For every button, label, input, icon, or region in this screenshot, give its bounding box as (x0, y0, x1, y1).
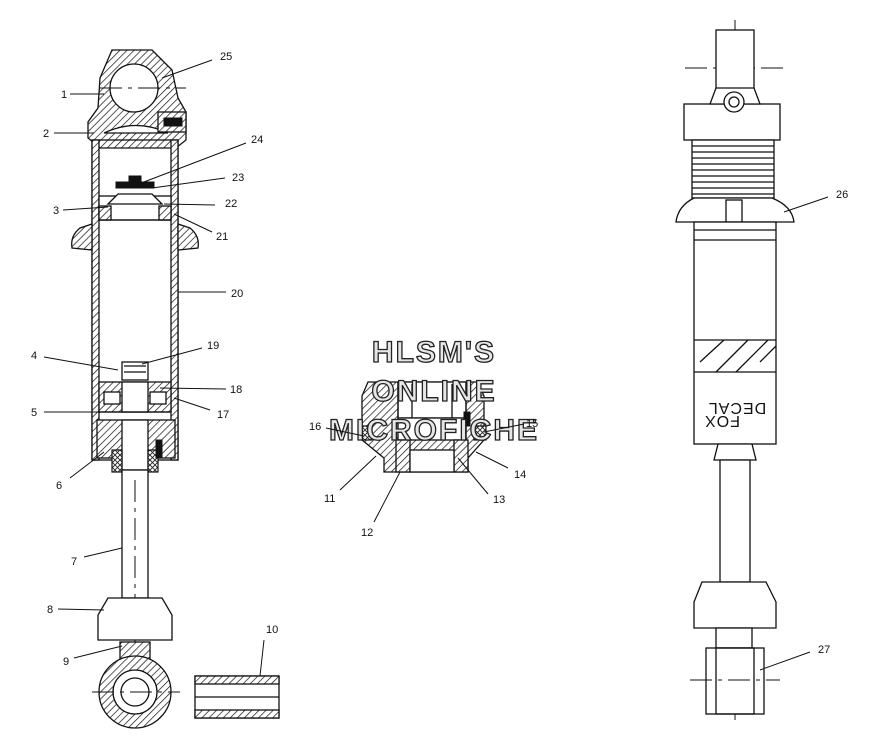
bumper (97, 597, 173, 641)
callout-3: 3 (53, 205, 59, 217)
callout-15: 15 (526, 418, 538, 430)
callout-4: 4 (31, 350, 37, 362)
callout-18: 18 (230, 384, 242, 396)
callout-17: 17 (217, 409, 229, 421)
svg-text:MICROFICHE: MICROFICHE (329, 414, 539, 447)
callout-2: 2 (43, 128, 49, 140)
callout-12: 12 (361, 527, 373, 539)
body-cap-dome (103, 124, 169, 134)
callout-24: 24 (251, 134, 263, 146)
decal-text-line1: DECAL (708, 399, 766, 416)
svg-text:ONLINE: ONLINE (371, 375, 496, 408)
callout-1: 1 (61, 89, 67, 101)
piston-nut (121, 361, 149, 381)
callout-6: 6 (56, 480, 62, 492)
callout-16: 16 (309, 421, 321, 433)
leader-lines (43, 59, 829, 677)
callout-21: 21 (216, 231, 228, 243)
callout-9: 9 (63, 656, 69, 668)
callout-22: 22 (225, 198, 237, 210)
callout-labels: 1 2 3 4 5 6 7 8 9 10 11 12 13 14 15 16 1… (31, 51, 848, 668)
callout-26: 26 (836, 189, 848, 201)
bushing (194, 675, 280, 719)
bottom-mount (705, 647, 765, 715)
callout-7: 7 (71, 556, 77, 568)
callout-19: 19 (207, 340, 219, 352)
callout-5: 5 (31, 407, 37, 419)
callout-14: 14 (514, 469, 526, 481)
callout-10: 10 (266, 624, 278, 636)
callout-8: 8 (47, 604, 53, 616)
callout-23: 23 (232, 172, 244, 184)
decal-text-line2: FOX (704, 412, 740, 429)
svg-text:HLSM'S: HLSM'S (372, 336, 496, 369)
watermark: HLSM'S ONLINE MICROFICHE (328, 335, 539, 447)
thread-lines (692, 145, 774, 195)
shock-cross-section (71, 49, 199, 729)
spring-collar (71, 223, 93, 251)
callout-11: 11 (324, 493, 335, 505)
shock-exterior: DECAL FOX (675, 20, 795, 720)
seal-head-detail (361, 381, 487, 473)
callout-13: 13 (493, 494, 505, 506)
callout-27: 27 (818, 644, 830, 656)
callout-20: 20 (231, 288, 243, 300)
callout-25: 25 (220, 51, 232, 63)
